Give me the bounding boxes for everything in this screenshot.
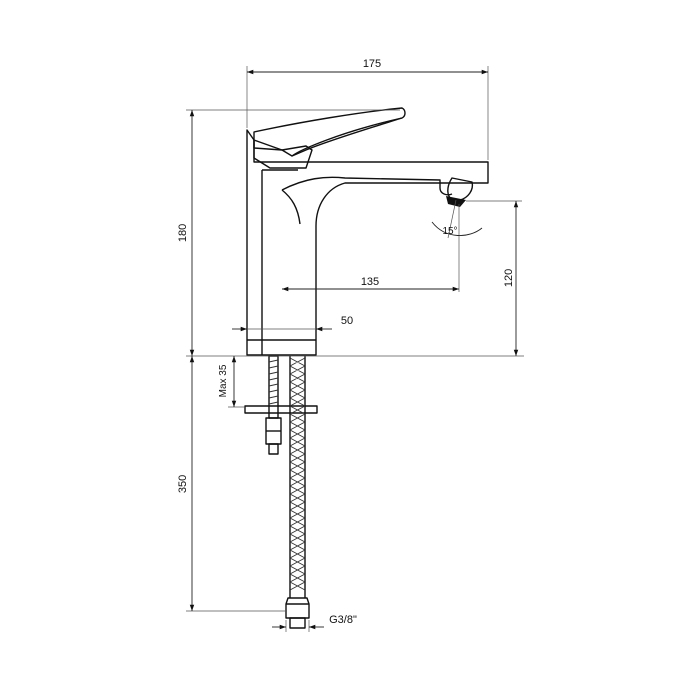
lever-hub [253, 139, 313, 169]
faucet-column [246, 129, 489, 356]
dimension-label-spout-height: 120 [503, 269, 515, 287]
dimension-label-total-width: 175 [363, 58, 381, 70]
hose-fitting [285, 597, 310, 619]
hose-braid [289, 357, 306, 591]
braided-hose [285, 356, 310, 629]
thread-marks [268, 359, 279, 405]
dimension-label-max-thickness: Max 35 [218, 364, 229, 397]
dimension-connection: G3/8" [272, 614, 357, 632]
rod-end [268, 443, 279, 455]
spout-body-curve [281, 189, 301, 225]
dimension-label-connection: G3/8" [329, 614, 357, 626]
dimension-label-spout-reach: 135 [361, 276, 379, 288]
aerator-angle-marker: 15° [431, 199, 483, 292]
spout-underside [281, 176, 453, 196]
threaded-rod [268, 355, 279, 419]
lever-underside [291, 117, 403, 157]
lever-blade [253, 107, 406, 157]
angle-arc [431, 221, 483, 236]
dimension-label-total-height: 180 [177, 224, 189, 242]
dimension-spout-height: 120 [466, 200, 522, 356]
dimension-total-height: 180 [177, 109, 400, 356]
dimension-hose-length: 350 [177, 356, 286, 612]
dimension-label-base-diameter: 50 [341, 315, 353, 327]
angle-label: 15° [442, 226, 457, 237]
mounting-plate [244, 405, 318, 414]
dimension-label-hose-length: 350 [177, 475, 189, 493]
handle-lever [253, 107, 406, 169]
angle-ray [447, 199, 457, 239]
fitting-tail [289, 617, 306, 629]
aerator [447, 177, 474, 201]
dimension-base-diameter: 50 [232, 315, 353, 332]
faucet-body [246, 129, 489, 356]
mounting-hardware [244, 355, 318, 455]
dimension-spout-reach: 135 [282, 276, 459, 292]
dimension-max-thickness: Max 35 [218, 356, 245, 408]
dimension-total-width: 175 [246, 58, 489, 160]
